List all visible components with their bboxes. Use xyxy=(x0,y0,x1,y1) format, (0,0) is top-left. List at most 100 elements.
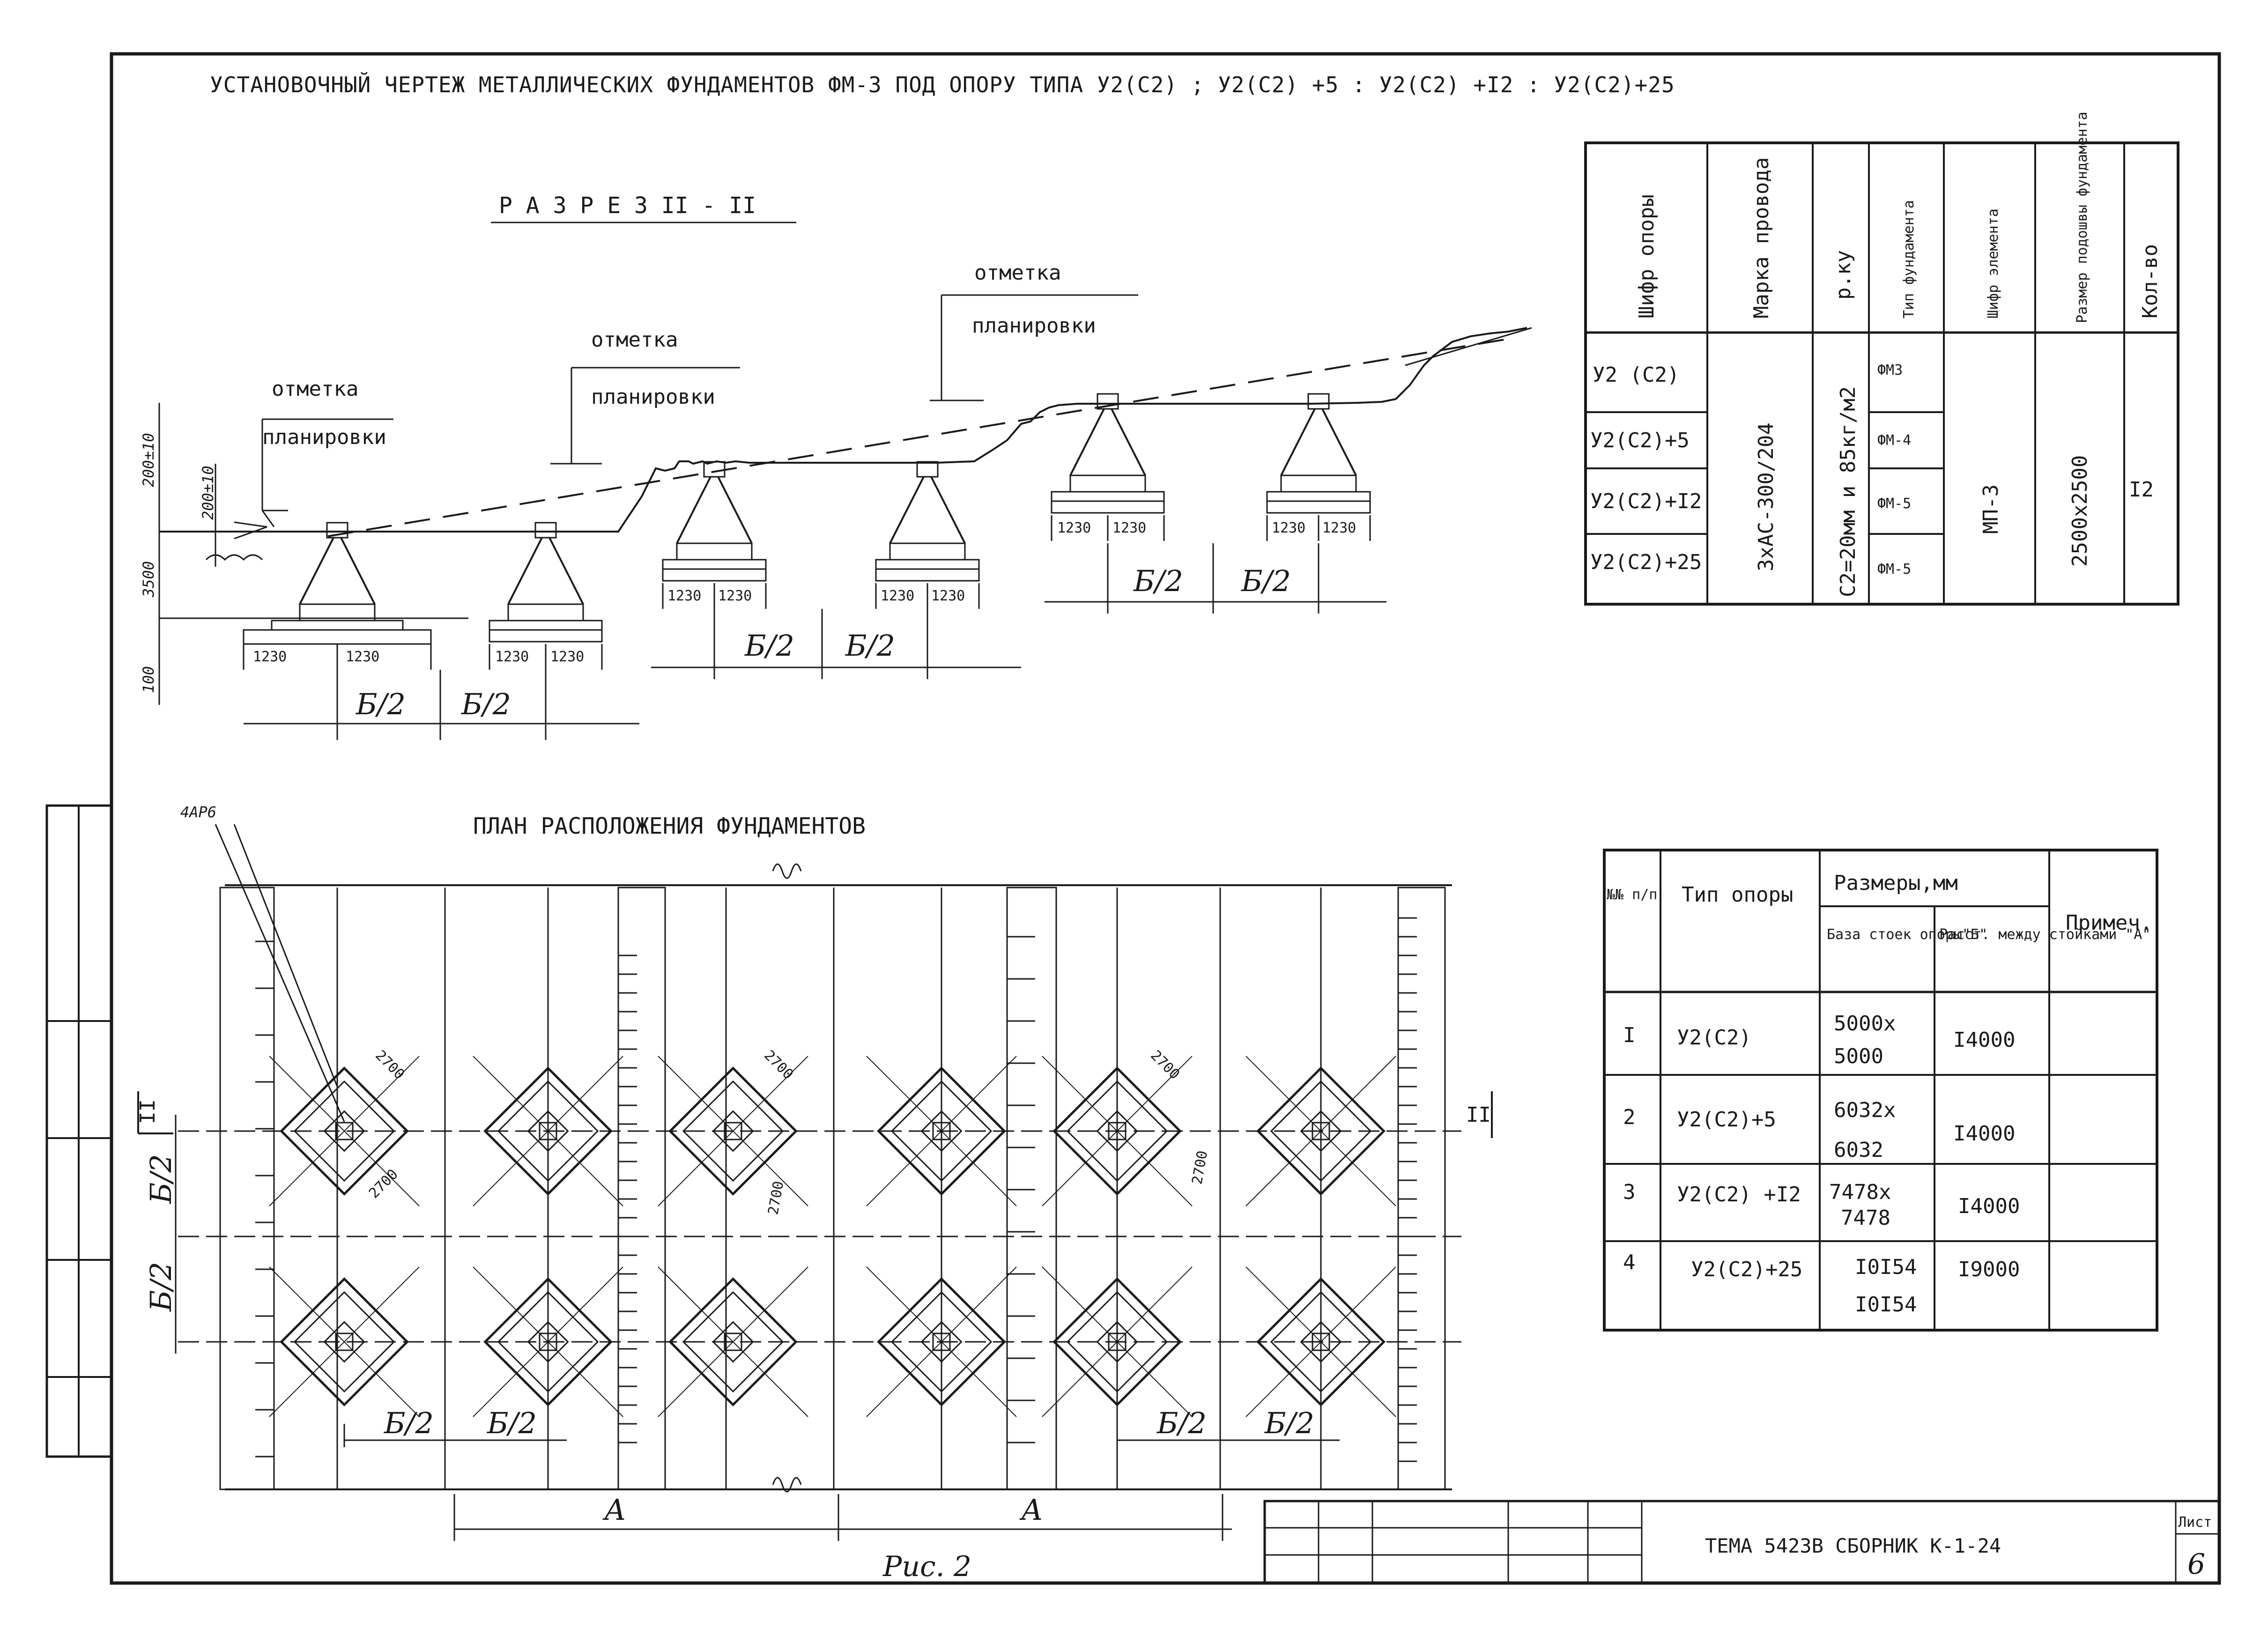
svg-text:отметка: отметка xyxy=(272,377,358,401)
svg-text:2700: 2700 xyxy=(765,1180,787,1216)
svg-text:I0I54: I0I54 xyxy=(1855,1293,1917,1317)
svg-text:ФМ-4: ФМ-4 xyxy=(1877,432,1911,449)
svg-text:I0I54: I0I54 xyxy=(1855,1255,1917,1279)
svg-text:200±10: 200±10 xyxy=(199,466,217,520)
elevation-mark-1: отметка планировки xyxy=(261,377,393,527)
row-cipher-1: У2 (С2) xyxy=(1593,363,1679,387)
plan-foundation-r2-c6 xyxy=(1245,1266,1396,1417)
table-row: 2 У2(С2)+5 6032х 6032 I4000 xyxy=(1623,1098,2015,1162)
section-foundation-4: 1230 1230 xyxy=(875,461,980,609)
svg-text:1230: 1230 xyxy=(667,588,701,604)
wire-brand: 3хАС-300/204 xyxy=(1754,422,1778,571)
section-view: Р А З Р Е З II - II отметка планировки о… xyxy=(140,192,1532,740)
section-foundation-5: 1230 1230 xyxy=(1051,393,1165,541)
section-spacing-dims: Б/2 Б/2 Б/2 Б/2 Б/2 Б/2 xyxy=(244,543,1386,740)
svg-text:У2(С2)+5: У2(С2)+5 xyxy=(1677,1108,1776,1132)
svg-text:1230: 1230 xyxy=(550,649,584,665)
svg-text:А: А xyxy=(602,1493,626,1527)
svg-text:ФМ-5: ФМ-5 xyxy=(1877,561,1911,577)
plan-foundation-r2-c5 xyxy=(1042,1266,1193,1417)
svg-text:200±10: 200±10 xyxy=(140,433,157,487)
elevation-mark-3: отметка планировки xyxy=(930,261,1138,401)
plan-foundation-r2-c1 xyxy=(269,1266,420,1417)
svg-text:1230: 1230 xyxy=(253,649,287,665)
plan-foundation-r1-c4 xyxy=(866,1056,1017,1206)
svg-text:Б/2: Б/2 xyxy=(384,1406,434,1440)
slope-strip-4 xyxy=(1397,887,1446,1490)
plan-view: ПЛАН РАСПОЛОЖЕНИЯ ФУНДАМЕНТОВ 4АР6 xyxy=(136,803,1493,1541)
title-block: ТЕМА 5423В СБОРНИК К-1-24 Лист 6 xyxy=(1263,1500,2221,1584)
svg-text:I4000: I4000 xyxy=(1953,1028,2015,1052)
th-cipher: Шифр опоры xyxy=(1635,194,1659,318)
svg-text:II: II xyxy=(1466,1103,1491,1127)
plan-spacing-dims: Б/2 Б/2 Б/2 Б/2 xyxy=(343,1406,1340,1447)
plan-vertical-dims: Б/2 Б/2 xyxy=(144,1115,178,1354)
stamp-text: ТЕМА 5423В СБОРНИК К-1-24 xyxy=(1705,1534,2001,1557)
svg-text:1230: 1230 xyxy=(931,588,965,604)
plan-title: ПЛАН РАСПОЛОЖЕНИЯ ФУНДАМЕНТОВ xyxy=(473,813,866,839)
th-base: База стоек опоры"Б" xyxy=(1827,926,1987,943)
svg-text:2700: 2700 xyxy=(761,1047,796,1083)
element-code: МП-3 xyxy=(1979,484,2003,534)
plan-foundation-r1-c5 xyxy=(1042,1056,1193,1206)
section-title: Р А З Р Е З II - II xyxy=(499,192,756,219)
svg-text:4: 4 xyxy=(1623,1251,1636,1274)
row-cipher-2: У2(С2)+5 xyxy=(1590,429,1690,452)
svg-text:7478: 7478 xyxy=(1841,1206,1890,1230)
svg-text:2700: 2700 xyxy=(1147,1047,1183,1083)
svg-text:1230: 1230 xyxy=(718,588,752,604)
th-wire: Марка провода xyxy=(1749,157,1773,318)
svg-text:Б/2: Б/2 xyxy=(744,629,794,663)
th-note: Примеч. xyxy=(2066,911,2152,935)
svg-text:ФМ-5: ФМ-5 xyxy=(1877,496,1911,512)
svg-text:100: 100 xyxy=(140,666,157,693)
svg-text:планировки: планировки xyxy=(972,314,1096,338)
svg-text:3500: 3500 xyxy=(140,561,157,598)
th-sizes: Размеры,мм xyxy=(1834,871,1958,895)
plan-foundation-r2-c2 xyxy=(473,1266,623,1417)
svg-text:5000: 5000 xyxy=(1834,1044,1883,1068)
svg-text:планировки: планировки xyxy=(262,425,386,449)
section-mark-left: II xyxy=(136,1091,173,1134)
svg-text:2700: 2700 xyxy=(372,1047,408,1083)
svg-text:2: 2 xyxy=(1623,1105,1636,1129)
plan-foundation-r1-c2 xyxy=(473,1056,623,1206)
svg-text:1230: 1230 xyxy=(881,588,914,604)
svg-text:6032: 6032 xyxy=(1834,1138,1883,1162)
svg-text:1230: 1230 xyxy=(346,649,379,665)
svg-text:Б/2: Б/2 xyxy=(487,1406,537,1440)
slope-strip-3 xyxy=(1006,887,1057,1490)
svg-text:Б/2: Б/2 xyxy=(1156,1406,1207,1440)
svg-text:отметка: отметка xyxy=(974,261,1061,285)
stamp-sheet-label: Лист xyxy=(2178,1514,2212,1531)
row-cipher-3: У2(С2)+I2 xyxy=(1590,489,1702,513)
svg-text:5000х: 5000х xyxy=(1834,1012,1896,1036)
th-ftype: Тип фундамента xyxy=(1901,200,1917,318)
th-type: Тип опоры xyxy=(1682,883,1793,907)
svg-text:1230: 1230 xyxy=(1322,520,1356,536)
svg-text:7478х: 7478х xyxy=(1829,1180,1891,1204)
svg-text:Б/2: Б/2 xyxy=(1241,564,1291,598)
svg-text:I9000: I9000 xyxy=(1958,1258,2020,1281)
row-cipher-4: У2(С2)+25 xyxy=(1590,550,1702,574)
section-vertical-dims: 200±10 200±10 3500 100 xyxy=(140,403,468,705)
ice-load: С2=20мм и 85кг/м2 xyxy=(1836,386,1860,597)
base-size: 2500х2500 xyxy=(2068,455,2092,567)
svg-text:Б/2: Б/2 xyxy=(845,629,895,663)
th-ice: р.ку xyxy=(1831,250,1855,300)
section-foundation-6: 1230 1230 xyxy=(1266,393,1371,541)
table-row: I У2(С2) 5000х 5000 I4000 xyxy=(1623,1012,2015,1068)
plan-foundation-r2-c4 xyxy=(866,1266,1017,1417)
slope-strip-2 xyxy=(617,887,666,1490)
leader-label: 4АР6 xyxy=(180,803,216,821)
svg-text:I4000: I4000 xyxy=(1958,1194,2020,1218)
svg-text:2700: 2700 xyxy=(366,1166,401,1202)
support-dimensions-table: №№ п/п Тип опоры Размеры,мм База стоек о… xyxy=(1603,849,2158,1332)
svg-text:планировки: планировки xyxy=(591,385,715,409)
svg-text:I4000: I4000 xyxy=(1953,1122,2015,1146)
svg-text:3: 3 xyxy=(1623,1180,1636,1204)
svg-text:Б/2: Б/2 xyxy=(1264,1406,1314,1440)
slope-strip-1 xyxy=(219,887,275,1490)
svg-text:Б/2: Б/2 xyxy=(356,687,406,721)
